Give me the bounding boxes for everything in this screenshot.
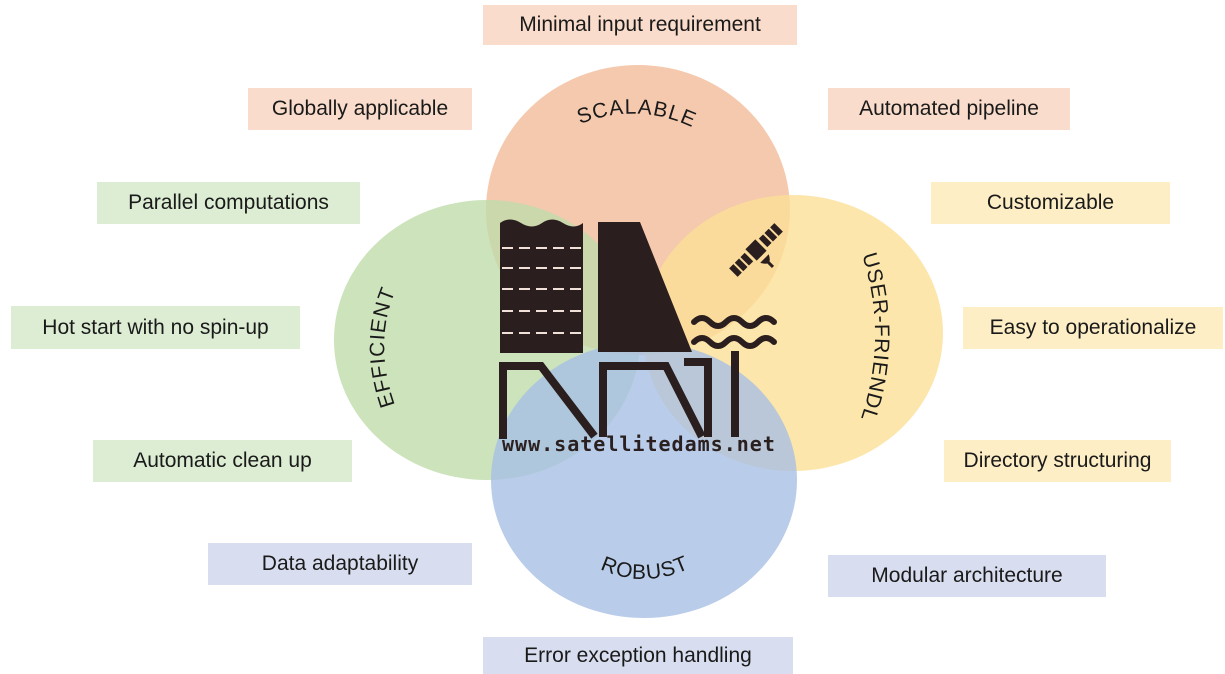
feature-customizable: Customizable — [931, 182, 1170, 224]
dam-icon — [598, 222, 692, 352]
rat-logo — [499, 219, 783, 439]
feature-automatic-clean-up: Automatic clean up — [93, 440, 352, 482]
feature-parallel-computations: Parallel computations — [97, 182, 360, 224]
rat-letters — [499, 351, 739, 439]
feature-hot-start: Hot start with no spin-up — [11, 306, 300, 349]
feature-directory-structuring: Directory structuring — [944, 440, 1171, 482]
feature-error-exception: Error exception handling — [483, 637, 793, 674]
logo-url: www.satellitedams.net — [502, 432, 776, 456]
circle-robust — [491, 342, 797, 618]
water-waves-icon — [691, 315, 777, 349]
feature-minimal-input: Minimal input requirement — [483, 5, 797, 45]
reservoir-icon — [500, 219, 583, 353]
feature-data-adaptability: Data adaptability — [208, 543, 472, 585]
feature-modular-architecture: Modular architecture — [828, 555, 1106, 597]
feature-globally-applicable: Globally applicable — [248, 88, 472, 130]
feature-automated-pipeline: Automated pipeline — [828, 88, 1070, 130]
satellite-icon — [729, 223, 783, 277]
feature-easy-operationalize: Easy to operationalize — [963, 307, 1223, 349]
